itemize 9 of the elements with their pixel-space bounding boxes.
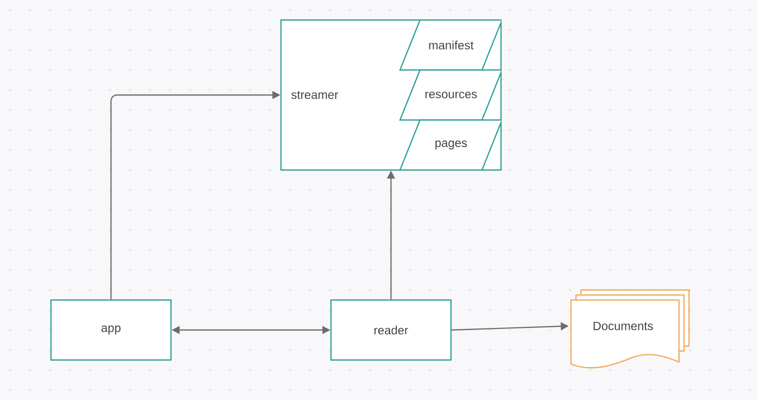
parallelogram-box: resources xyxy=(399,69,501,121)
node-label: pages xyxy=(435,140,467,150)
process-box: reader xyxy=(330,299,452,361)
process-box: app xyxy=(50,299,172,361)
parallelogram-box: pages xyxy=(399,119,501,170)
parallelogram-box: manifest xyxy=(399,20,501,71)
node-label: manifest xyxy=(429,40,474,50)
document-stack: Documents xyxy=(570,289,690,368)
node-label: resources xyxy=(425,92,477,98)
